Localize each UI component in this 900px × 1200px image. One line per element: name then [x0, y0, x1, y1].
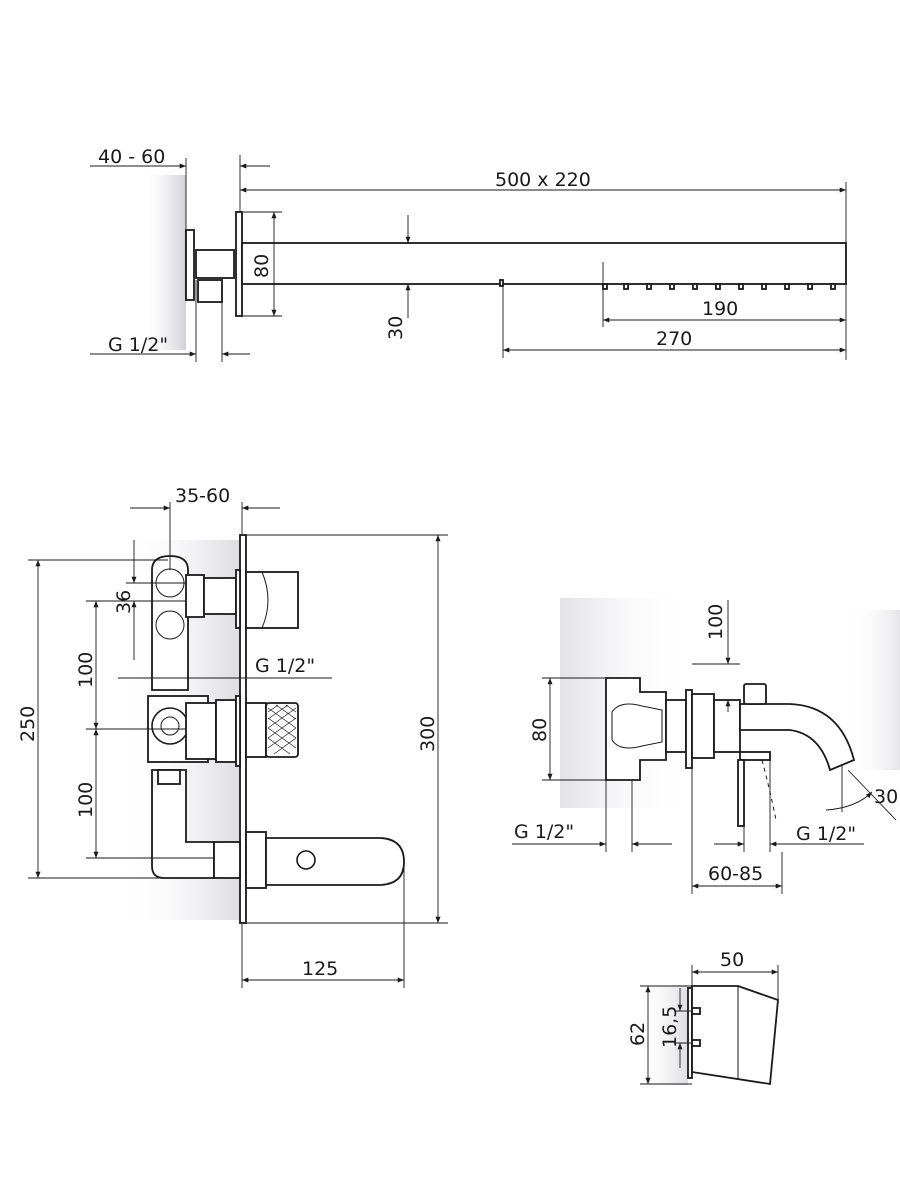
inlet-nipple	[197, 279, 223, 303]
diverter-handle	[245, 571, 299, 629]
dim-spout-body-height: 80	[529, 718, 551, 742]
spout-shadow-right	[846, 610, 900, 770]
dim-outlet-zone: 270	[656, 328, 692, 350]
dim-handle-length: 125	[302, 958, 338, 980]
dim-spout-projection: 60-85	[708, 863, 763, 885]
bath-spout-view: 100 80 G 1/2" G 1/2" 60-85 30	[512, 598, 900, 894]
dim-mixer-small-spacing: 36	[113, 590, 135, 614]
dim-mixer-thread: G 1/2"	[255, 655, 315, 677]
dim-arm-thread: G 1/2"	[108, 334, 168, 356]
nozzle-row	[499, 279, 836, 290]
shower-arm-view: 40 - 60 500 x 220 80 30 G 1/2" 190 270	[90, 146, 847, 362]
dim-spout-thread-left: G 1/2"	[514, 821, 574, 843]
bath-spout	[739, 703, 856, 772]
dim-arm-length: 500 x 220	[495, 169, 591, 191]
holder-body	[691, 985, 779, 1086]
mixer-lever	[265, 837, 405, 886]
knurled-cartridge	[245, 702, 267, 758]
dim-holder-height: 62	[627, 1022, 649, 1046]
holder-shadow	[636, 985, 688, 1085]
mixer-lower-pipe	[151, 769, 215, 879]
concealed-mixer-view: 35-60 36 100 G 1/2" 100 250 300 125	[17, 485, 448, 988]
arm-elbow	[195, 249, 235, 279]
dim-plate-height: 300	[417, 716, 439, 752]
dim-arm-height: 80	[251, 254, 273, 278]
dim-holder-hole-spacing: 16,5	[659, 1006, 681, 1048]
shower-arm-body	[241, 242, 847, 285]
dim-mixer-upper-spacing: 100	[75, 652, 97, 688]
dim-spout-thread-right: G 1/2"	[796, 823, 856, 845]
dim-holder-width: 50	[720, 949, 744, 971]
dim-spout-angle: 30	[874, 786, 898, 808]
dim-nozzle-zone: 190	[702, 298, 738, 320]
hand-shower-holder-view: 50 62 16,5	[627, 949, 779, 1086]
dim-mixer-wall-depth: 35-60	[175, 485, 230, 507]
wall-shadow	[140, 175, 186, 350]
dim-arm-offset: 30	[385, 316, 407, 340]
dim-mixer-total-height: 250	[17, 706, 39, 742]
mixer-body	[151, 555, 189, 691]
dim-mixer-lower-spacing: 100	[75, 782, 97, 818]
dim-spout-height: 100	[705, 604, 727, 640]
spout-valve-body	[605, 677, 667, 781]
dim-wall-depth: 40 - 60	[98, 146, 165, 168]
wall-connector	[185, 229, 195, 301]
